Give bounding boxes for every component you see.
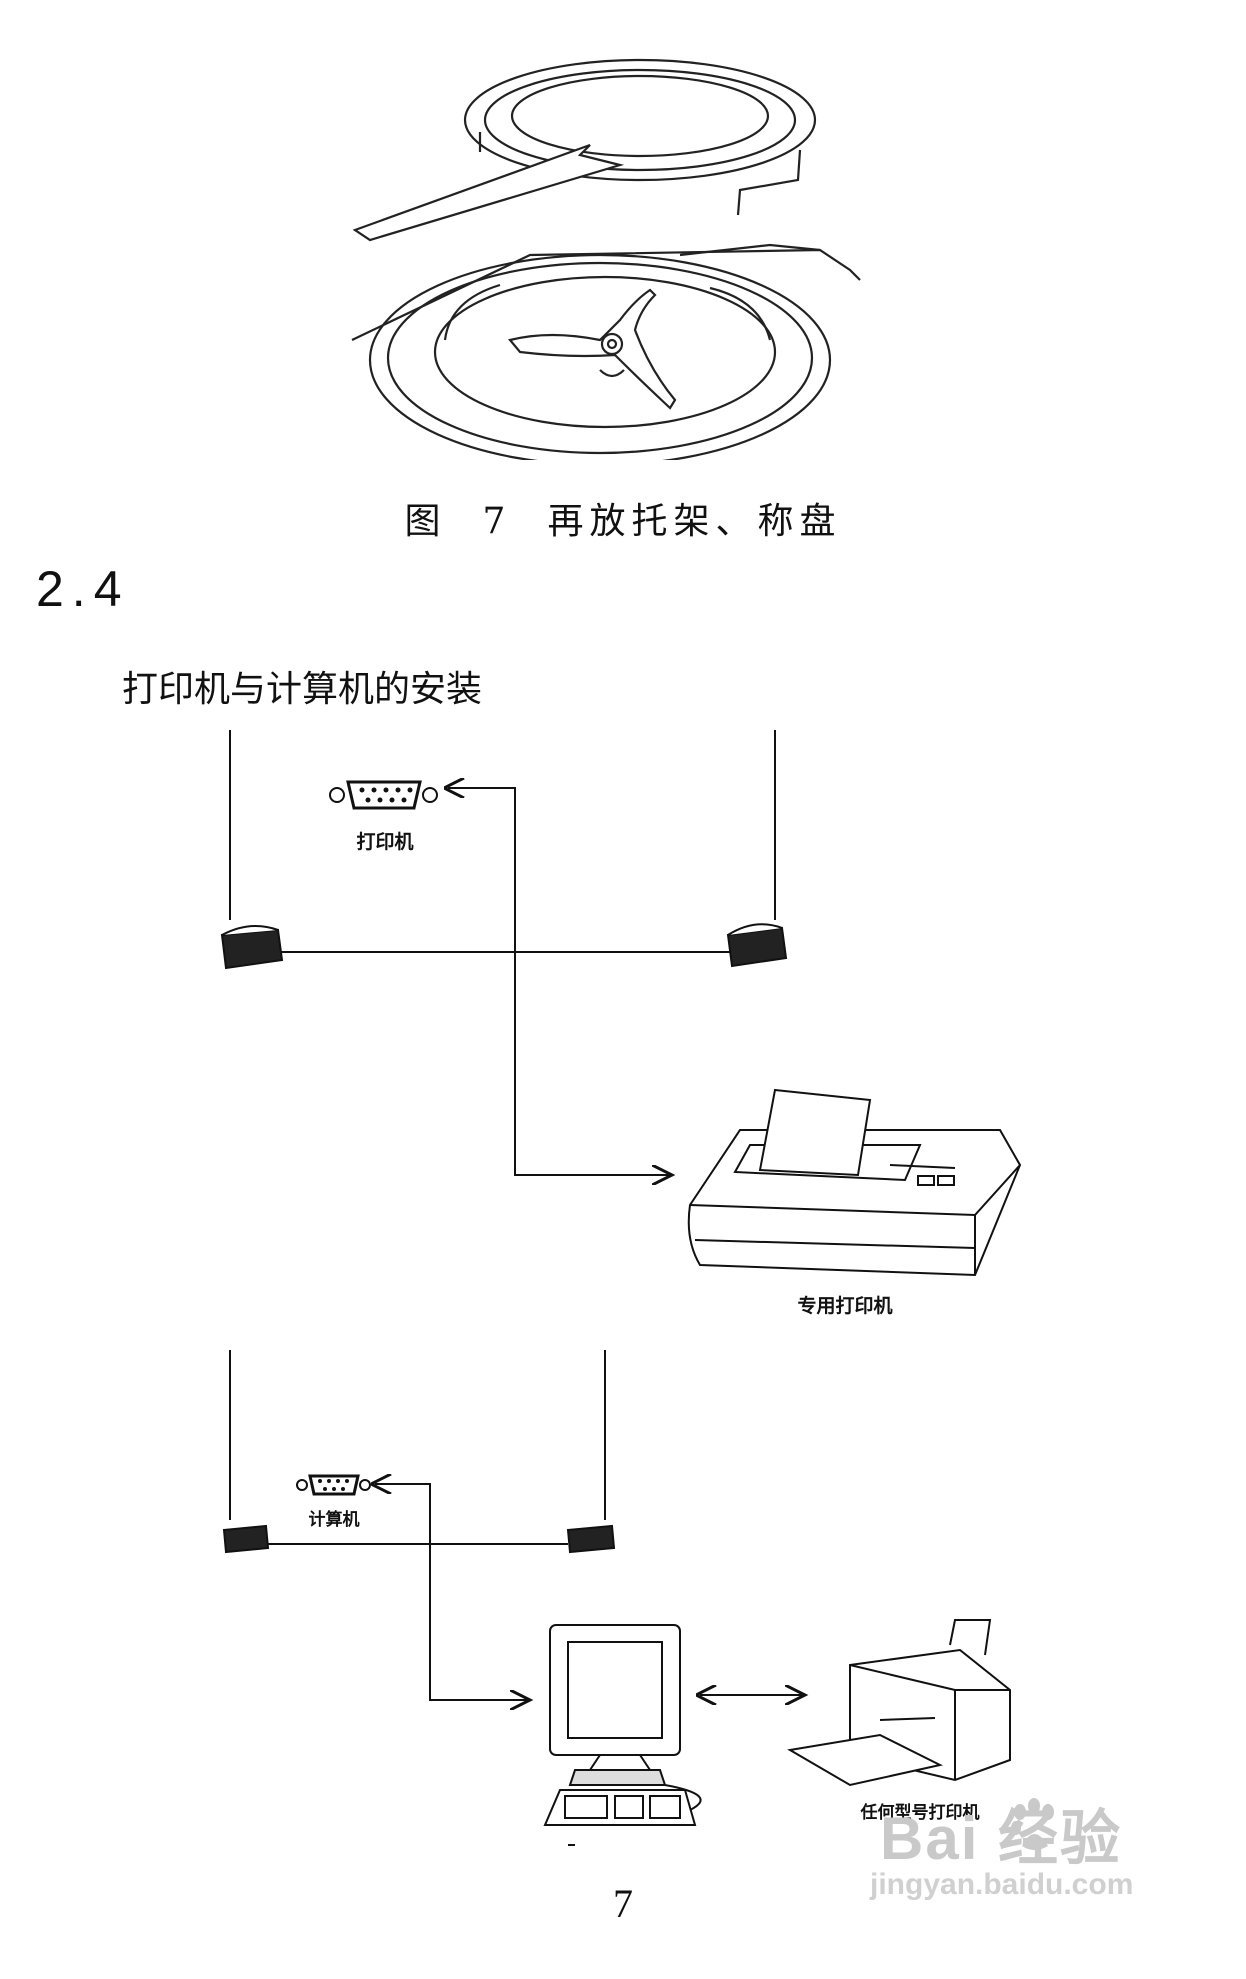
watermark-brand: Bai 经验	[880, 1805, 1123, 1872]
section-title: 打印机与计算机的安装	[122, 669, 483, 710]
watermark-url: jingyan.baidu.com	[870, 1868, 1134, 1901]
figure-number: 7	[482, 501, 512, 542]
figure-caption-text: 再放托架、称盘	[547, 501, 842, 542]
balance-foot-left	[220, 925, 284, 970]
balance-foot-left-2	[222, 1524, 270, 1554]
section-number: 2.4	[36, 561, 130, 617]
any-printer-label: 任何型号打印机	[860, 1802, 980, 1823]
baidu-watermark: Bai 经验 jingyan.baidu.com	[870, 1790, 1160, 1910]
computer	[543, 1624, 702, 1846]
dedicated-printer	[687, 1088, 1022, 1277]
computer-port-label: 计算机	[309, 1509, 360, 1530]
serial-port-printer	[329, 780, 438, 810]
balance-outline-bottom	[229, 1350, 606, 1545]
figure-label: 图	[404, 501, 447, 542]
balance-foot-right	[726, 923, 788, 968]
paw-icon	[1011, 1798, 1054, 1850]
dedicated-printer-label: 专用打印机	[797, 1294, 892, 1317]
printer-cable-arrow	[448, 788, 672, 1175]
connection-diagrams: 打印机 专用打印机 计算机	[220, 730, 1022, 1846]
balance-outline-top	[229, 730, 776, 953]
computer-cable-arrow	[375, 1484, 530, 1700]
figure-7-illustration	[351, 58, 861, 460]
balance-foot-right-2	[566, 1524, 616, 1554]
printer-port-label: 打印机	[356, 830, 413, 853]
page-number: 7	[613, 1881, 633, 1926]
serial-port-computer	[296, 1474, 371, 1496]
generic-printer	[787, 1619, 1011, 1787]
